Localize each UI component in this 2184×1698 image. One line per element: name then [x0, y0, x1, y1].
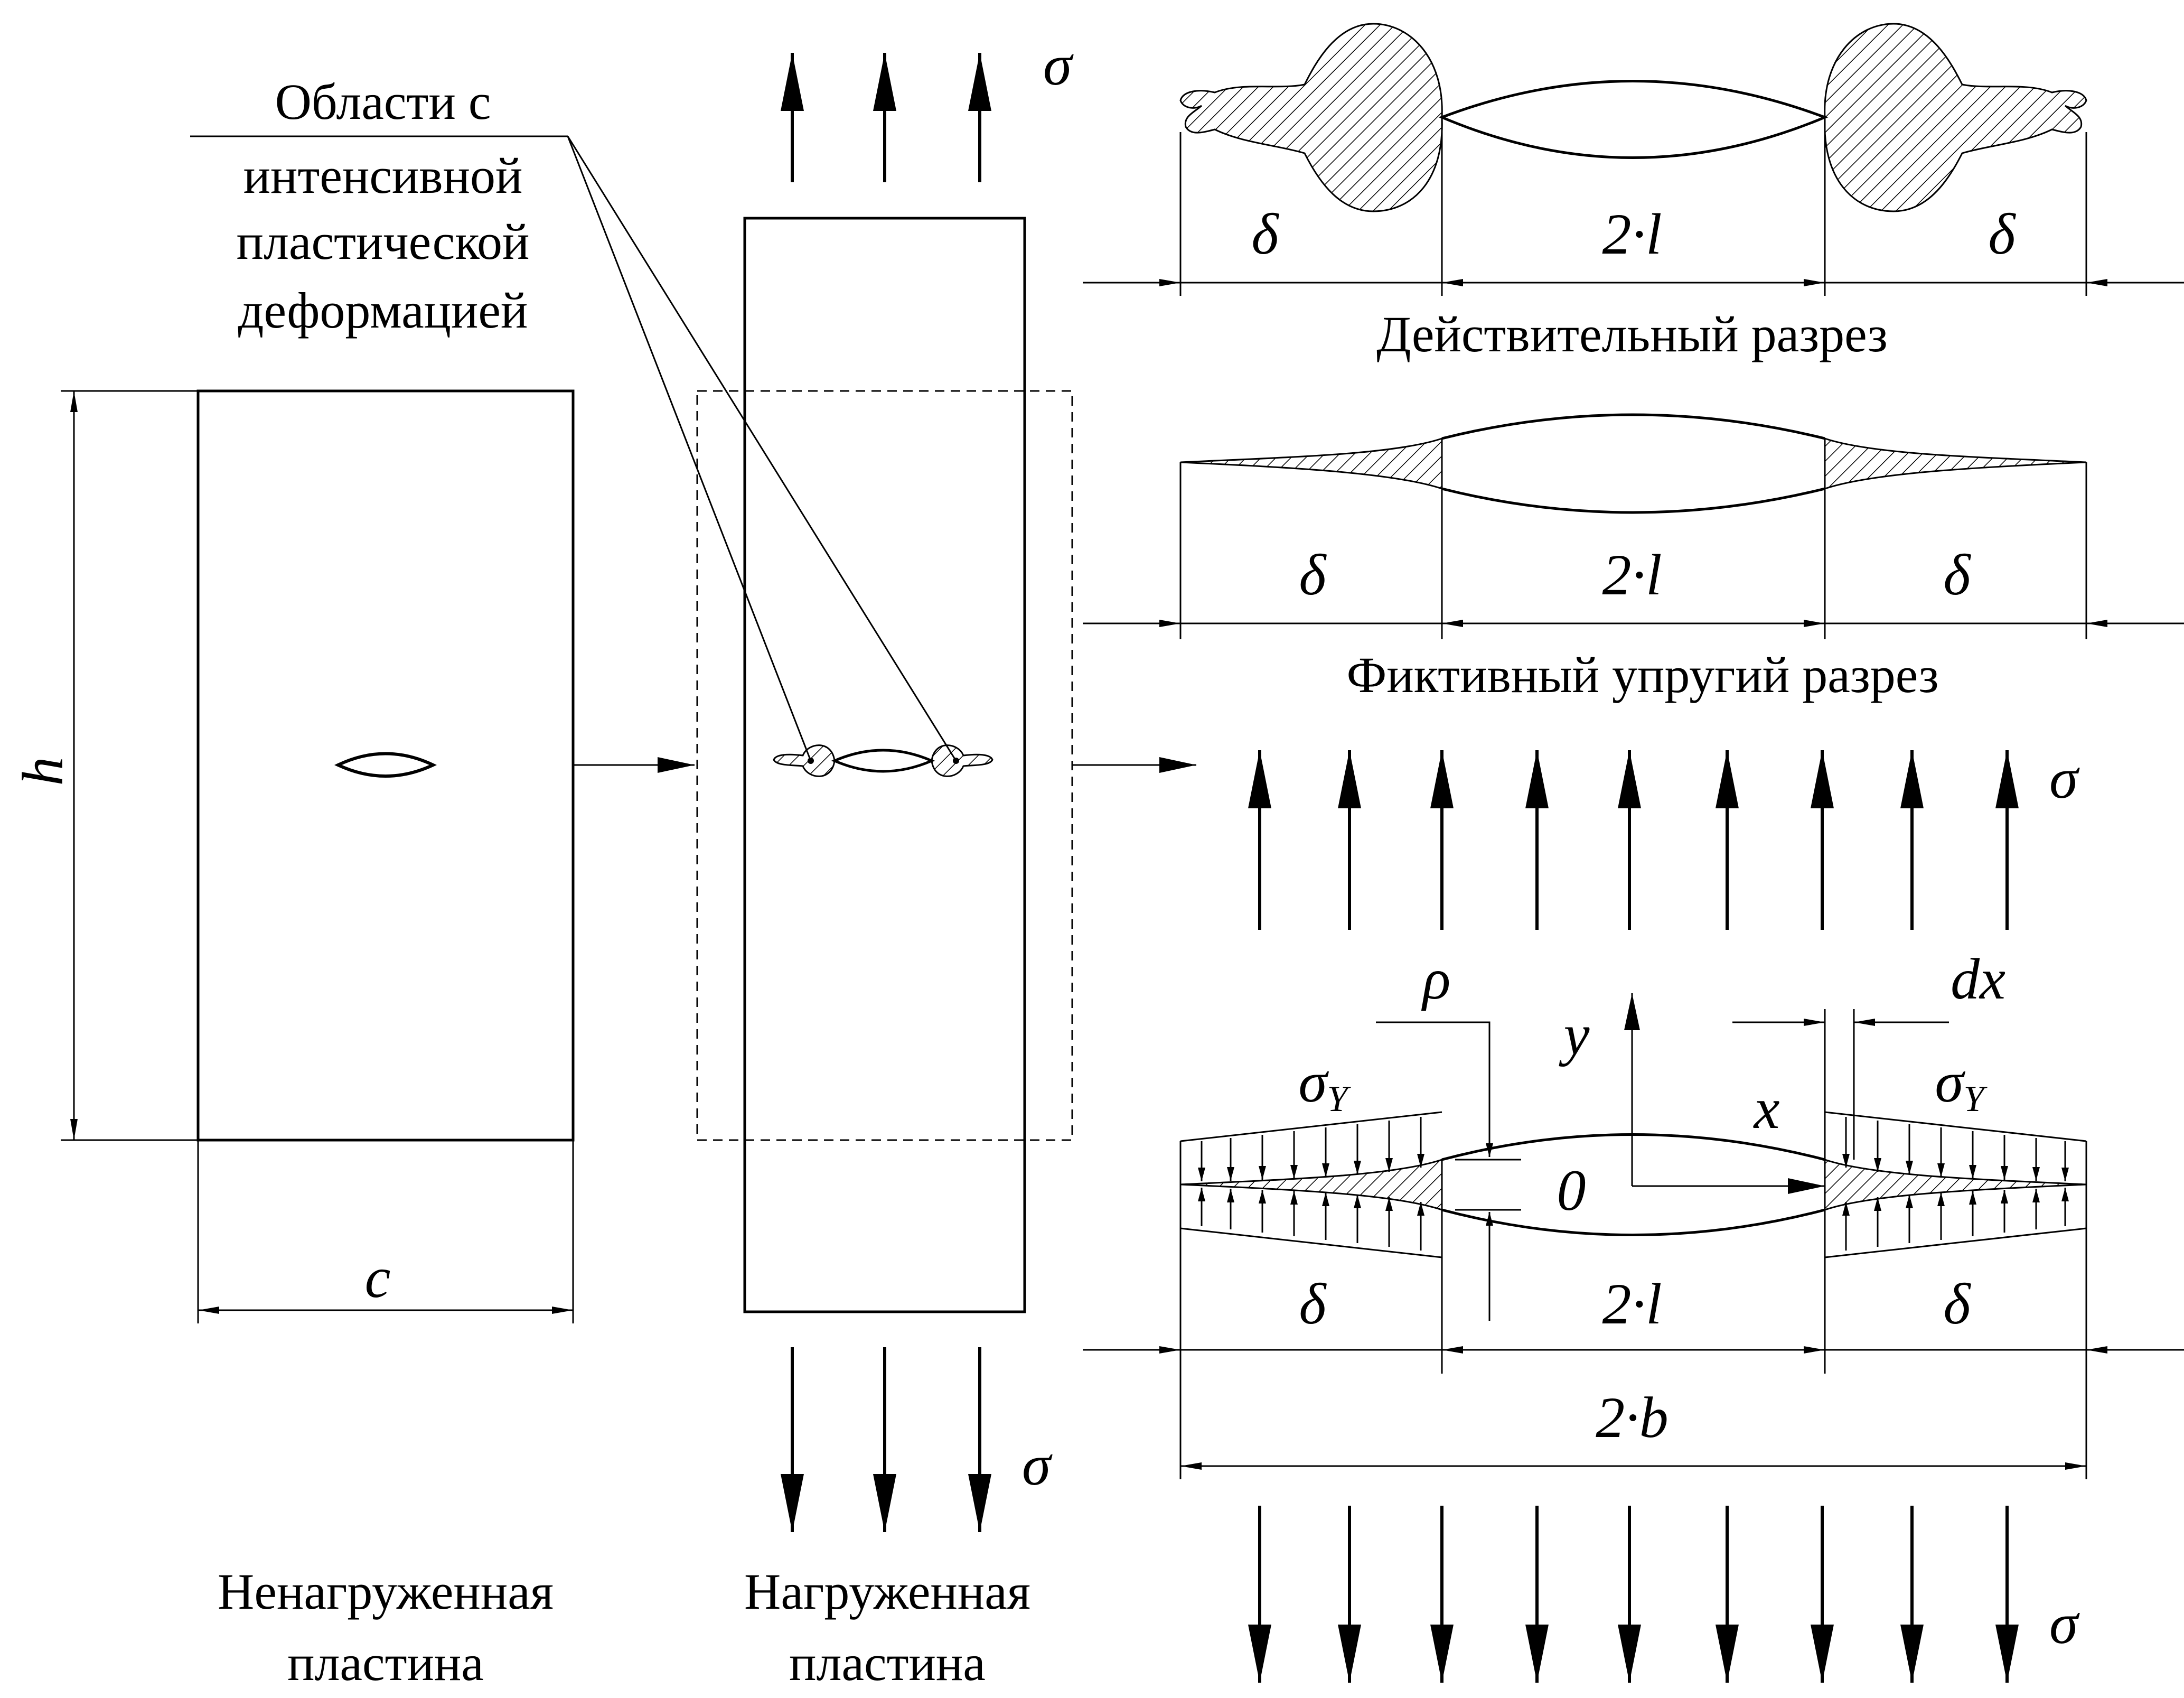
- c-label: c: [365, 1245, 391, 1310]
- sigma-y-right-symbol: σ: [1935, 1050, 1965, 1114]
- unloaded-caption-line-2: пластина: [287, 1635, 484, 1691]
- sigma-lower-right: σ: [2049, 1591, 2080, 1656]
- detail-window: [696, 390, 1073, 1141]
- actual-delta-right: δ: [1988, 202, 2016, 266]
- right-stress-envelope-top: [1824, 1111, 2087, 1142]
- sigma-y-left-sub: Y: [1327, 1079, 1352, 1119]
- sigma-y-left-symbol: σ: [1298, 1050, 1329, 1114]
- upper-load-arrows: [1248, 750, 2019, 930]
- sigma-upper-right: σ: [2049, 746, 2080, 810]
- actual-plastic-zone-left: [1179, 23, 1443, 212]
- loaded-caption-line-1: Нагруженная: [744, 1563, 1030, 1620]
- actual-delta-left: δ: [1251, 202, 1279, 266]
- sigma-y-right: σY: [1935, 1050, 1988, 1119]
- callout-leader-right: [567, 136, 957, 761]
- left-closing-stress-arrows: [1198, 1117, 1424, 1251]
- detailed-model: σ: [1083, 746, 2184, 1683]
- unloaded-plate-outline: [196, 389, 575, 1142]
- fictitious-section-title: Фиктивный упругий разрез: [1347, 647, 1939, 703]
- right-closing-stress-arrows: [1842, 1117, 2069, 1251]
- actual-section-title: Действительный разрез: [1376, 306, 1888, 362]
- loaded-plate-outline: [743, 217, 1026, 1313]
- callout-line-4: деформацией: [238, 282, 528, 339]
- model-crack-bottom: [1441, 1208, 1825, 1236]
- model-delta-left: δ: [1299, 1272, 1327, 1336]
- loaded-crack: [831, 749, 935, 773]
- actual-plastic-zone-right: [1824, 23, 2087, 212]
- sigma-y-right-sub: Y: [1964, 1079, 1988, 1119]
- callout-leader-left: [567, 136, 812, 761]
- loaded-caption-line-2: пластина: [789, 1635, 986, 1691]
- x-axis-label: x: [1753, 1076, 1780, 1141]
- unloaded-caption-line-1: Ненагруженная: [218, 1563, 554, 1620]
- dx-label: dx: [1951, 947, 2005, 1011]
- fictitious-crack-top: [1441, 413, 1825, 440]
- y-axis-label: y: [1559, 1002, 1590, 1067]
- model-2b: 2·b: [1596, 1385, 1669, 1450]
- sigma-top: σ: [1043, 33, 1074, 97]
- h-label: h: [11, 757, 75, 786]
- model-delta-right: δ: [1943, 1272, 1971, 1336]
- model-zone-right: [1824, 1158, 2087, 1211]
- fict-2l: 2·l: [1602, 543, 1662, 607]
- callout-label: Области с интенсивной пластической дефор…: [190, 73, 959, 764]
- actual-2l: 2·l: [1602, 202, 1662, 266]
- left-stress-envelope-top: [1180, 1111, 1442, 1142]
- right-stress-envelope-bottom: [1824, 1227, 2087, 1258]
- lower-load-arrows: [1248, 1506, 2019, 1683]
- loaded-plate: σ σ Нагруженная пластина: [696, 33, 1074, 1691]
- fictitious-section: δ 2·l δ Фиктивный упругий разрез: [1083, 413, 2184, 703]
- fictitious-zone-right: [1824, 437, 2087, 490]
- rho-leader: [1376, 1021, 1491, 1112]
- fict-delta-left: δ: [1299, 543, 1327, 607]
- rho-label: ρ: [1421, 947, 1451, 1011]
- actual-crack-opening: [1438, 80, 1829, 159]
- callout-line-1: Области с: [275, 73, 491, 130]
- model-zone-left: [1180, 1158, 1443, 1211]
- model-2l: 2·l: [1602, 1272, 1662, 1336]
- initial-crack: [334, 752, 437, 778]
- callout-line-2: интенсивной: [243, 147, 523, 204]
- sigma-bottom-loaded: σ: [1022, 1433, 1053, 1497]
- fict-delta-right: δ: [1943, 543, 1971, 607]
- actual-section: δ 2·l δ Действительный разрез: [1083, 23, 2184, 362]
- origin-label: 0: [1557, 1158, 1586, 1223]
- fictitious-crack-bottom: [1441, 487, 1825, 514]
- left-stress-envelope-bottom: [1180, 1227, 1442, 1258]
- sigma-y-left: σY: [1298, 1050, 1351, 1119]
- callout-line-3: пластической: [237, 213, 530, 270]
- fictitious-zone-left: [1180, 437, 1443, 490]
- plastic-zone-right-small: [931, 744, 993, 777]
- unloaded-plate: h c Ненагруженная пластина: [11, 389, 575, 1691]
- plastic-zone-left-small: [773, 744, 836, 777]
